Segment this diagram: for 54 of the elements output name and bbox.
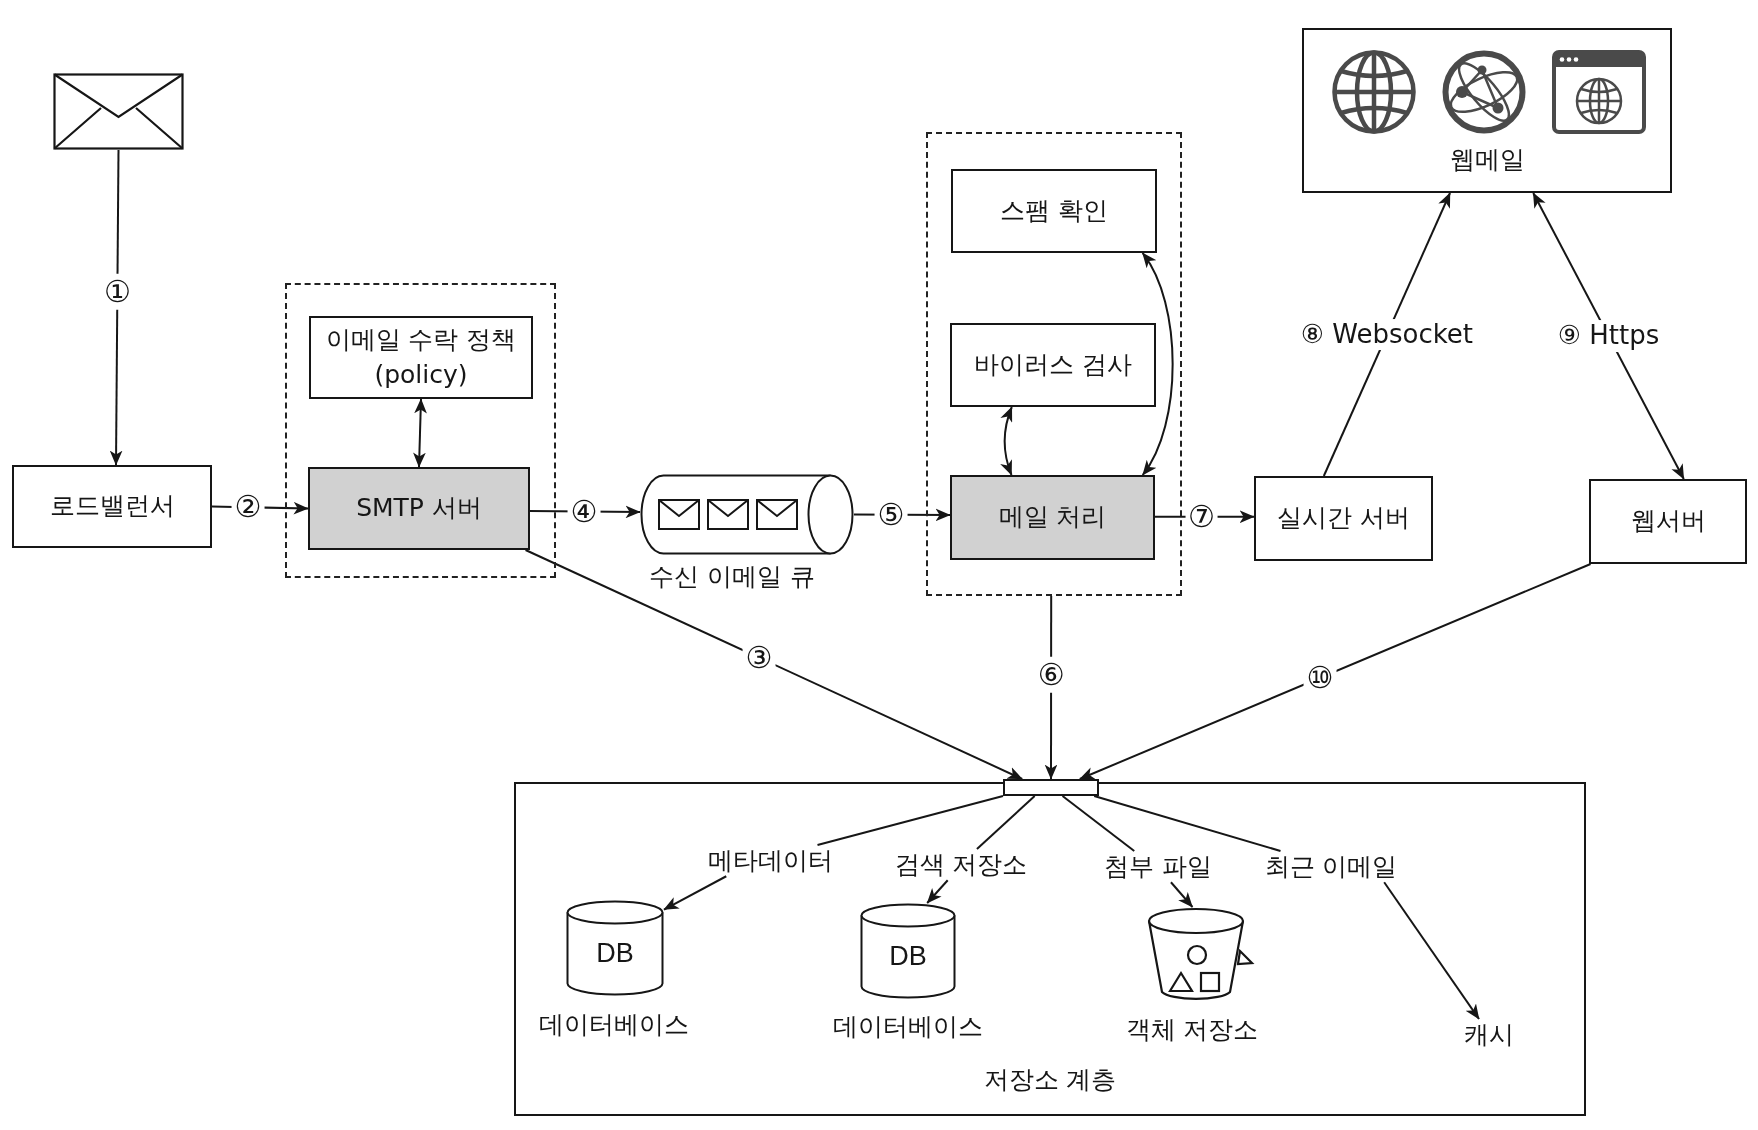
arrow <box>109 149 123 466</box>
connector-line <box>975 795 1036 850</box>
node-label: DB <box>596 938 634 969</box>
node-label: 데이터베이스 <box>833 1011 983 1043</box>
node-label: DB <box>889 941 927 972</box>
bucket-icon <box>1146 907 1254 1003</box>
arrow <box>1078 563 1592 780</box>
node-label: 바이러스 검사 <box>974 348 1132 381</box>
arrow <box>524 549 1024 780</box>
store-label: 캐시 <box>1464 1019 1514 1051</box>
connector-line <box>816 795 1004 846</box>
node-label: 이메일 수락 정책 (policy) <box>324 324 518 391</box>
arrow <box>1169 881 1194 908</box>
node-label: 실시간 서버 <box>1277 502 1410 535</box>
node-label: 메일 처리 <box>998 501 1107 534</box>
arrow <box>926 879 949 904</box>
node-label: 수신 이메일 큐 <box>649 561 815 593</box>
connector-line <box>1061 795 1136 852</box>
storage-layer-frame <box>514 782 1586 1116</box>
double-arrow <box>1532 192 1685 480</box>
webmail-panel <box>1302 28 1672 193</box>
store-label: 메타데이터 <box>707 845 833 877</box>
double-arrow <box>413 398 427 468</box>
process-box <box>12 465 212 548</box>
junction-bar <box>1003 779 1099 796</box>
double-arrow <box>1000 406 1013 476</box>
node-label: 스팸 확인 <box>1000 194 1108 227</box>
store-label: 검색 저장소 <box>894 849 1028 881</box>
arrow <box>1383 881 1480 1020</box>
server-box <box>950 475 1155 560</box>
database-cylinder <box>860 903 956 999</box>
process-box <box>1254 476 1433 561</box>
connector-line <box>1093 795 1282 852</box>
dashed-group <box>926 132 1182 596</box>
node-label: 웹메일 <box>1449 144 1525 176</box>
layer-title: 저장소 계층 <box>983 1063 1117 1095</box>
database-cylinder <box>566 900 664 996</box>
arrow <box>1322 192 1451 477</box>
process-box <box>951 169 1157 253</box>
store-label: 최근 이메일 <box>1264 851 1398 883</box>
dashed-group <box>285 283 556 578</box>
node-label: 로드밸런서 <box>49 490 175 523</box>
process-box <box>1589 479 1747 564</box>
process-box <box>950 323 1156 407</box>
node-label: SMTP 서버 <box>356 492 482 525</box>
node-label: 웹서버 <box>1630 505 1706 538</box>
double-arrow <box>1141 252 1174 476</box>
envelope-icon <box>53 73 184 150</box>
store-label: 첨부 파일 <box>1104 851 1212 883</box>
server-box <box>308 467 530 550</box>
arrow <box>663 875 728 911</box>
process-box <box>309 316 533 399</box>
node-label: 객체 저장소 <box>1125 1014 1259 1046</box>
node-label: 데이터베이스 <box>539 1009 689 1041</box>
